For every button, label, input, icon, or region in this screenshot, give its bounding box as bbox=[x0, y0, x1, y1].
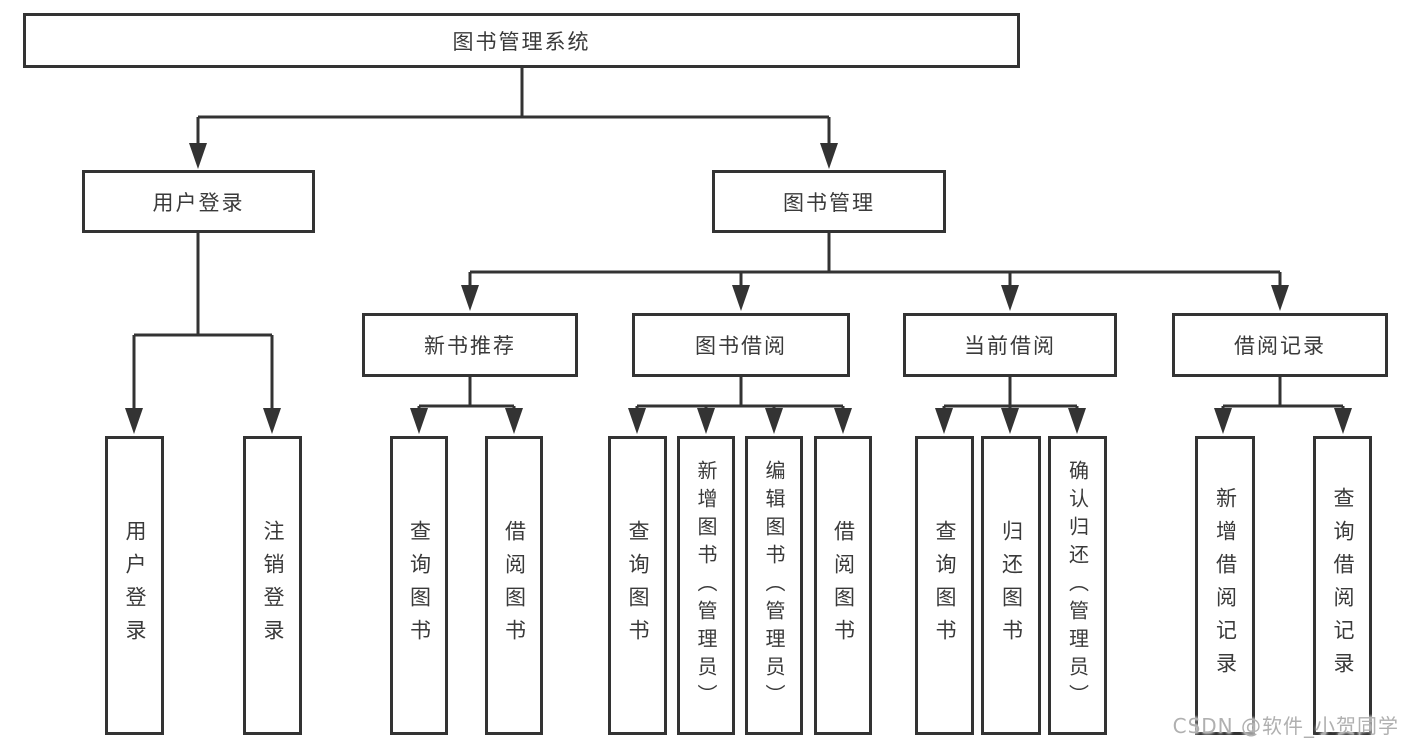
node-book-management: 图书管理 bbox=[712, 170, 946, 233]
leaf-query-books-2-label: 查询图书 bbox=[626, 519, 650, 652]
leaf-confirm-return-admin: 确认归还（管理员） bbox=[1048, 436, 1107, 735]
leaf-return-book: 归还图书 bbox=[981, 436, 1041, 735]
node-borrow-records: 借阅记录 bbox=[1172, 313, 1388, 377]
leaf-edit-book-admin: 编辑图书（管理员） bbox=[745, 436, 803, 735]
leaf-user-login: 用户登录 bbox=[105, 436, 164, 735]
leaf-add-book-admin-label: 新增图书（管理员） bbox=[694, 459, 718, 712]
node-book-borrow-label: 图书借阅 bbox=[695, 334, 787, 358]
leaf-return-book-label: 归还图书 bbox=[999, 519, 1024, 652]
leaf-query-books-3: 查询图书 bbox=[915, 436, 974, 735]
leaf-add-borrow-record: 新增借阅记录 bbox=[1195, 436, 1255, 735]
node-root-label: 图书管理系统 bbox=[452, 29, 591, 54]
leaf-query-books-2: 查询图书 bbox=[608, 436, 667, 735]
node-book-management-label: 图书管理 bbox=[783, 190, 875, 215]
leaf-borrow-books-1-label: 借阅图书 bbox=[502, 519, 527, 652]
node-root: 图书管理系统 bbox=[23, 13, 1020, 68]
leaf-user-login-label: 用户登录 bbox=[123, 519, 147, 652]
leaf-query-borrow-record-label: 查询借阅记录 bbox=[1331, 486, 1355, 685]
leaf-confirm-return-admin-label: 确认归还（管理员） bbox=[1065, 459, 1090, 712]
leaf-add-borrow-record-label: 新增借阅记录 bbox=[1213, 486, 1238, 685]
leaf-logout: 注销登录 bbox=[243, 436, 302, 735]
arrowheads bbox=[125, 143, 1352, 434]
leaf-borrow-books-2-label: 借阅图书 bbox=[831, 519, 856, 652]
node-current-borrow-label: 当前借阅 bbox=[964, 334, 1056, 358]
leaf-query-borrow-record: 查询借阅记录 bbox=[1313, 436, 1372, 735]
node-current-borrow: 当前借阅 bbox=[903, 313, 1117, 377]
leaf-logout-label: 注销登录 bbox=[261, 519, 285, 652]
leaf-query-books-3-label: 查询图书 bbox=[933, 519, 957, 652]
node-user-login: 用户登录 bbox=[82, 170, 315, 233]
csdn-watermark: CSDN @软件_小贺同学 bbox=[1172, 714, 1399, 738]
node-book-borrow: 图书借阅 bbox=[632, 313, 850, 377]
leaf-borrow-books-1: 借阅图书 bbox=[485, 436, 543, 735]
node-new-book-recommend-label: 新书推荐 bbox=[424, 334, 516, 358]
node-borrow-records-label: 借阅记录 bbox=[1234, 334, 1326, 358]
leaf-edit-book-admin-label: 编辑图书（管理员） bbox=[762, 459, 786, 712]
node-user-login-label: 用户登录 bbox=[152, 190, 245, 215]
leaf-borrow-books-2: 借阅图书 bbox=[814, 436, 872, 735]
node-new-book-recommend: 新书推荐 bbox=[362, 313, 578, 377]
leaf-query-books-1-label: 查询图书 bbox=[407, 519, 432, 652]
leaf-add-book-admin: 新增图书（管理员） bbox=[677, 436, 735, 735]
leaf-query-books-1: 查询图书 bbox=[390, 436, 448, 735]
